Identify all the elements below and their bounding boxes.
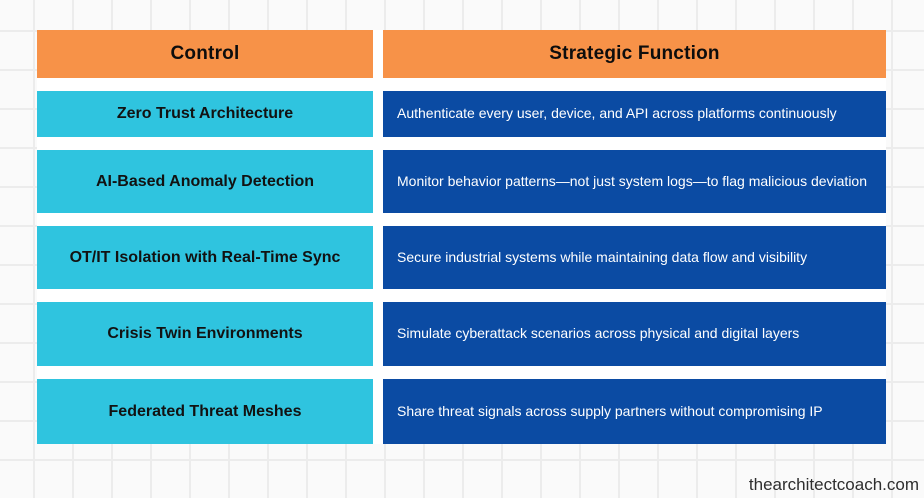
function-cell-zero-trust: Authenticate every user, device, and API…: [383, 91, 886, 137]
function-cell-anomaly-detection: Monitor behavior patterns—not just syste…: [383, 150, 886, 213]
header-cell-strategic-function: Strategic Function: [383, 30, 886, 78]
controls-table: Control Strategic Function Zero Trust Ar…: [37, 30, 886, 444]
control-cell-anomaly-detection: AI-Based Anomaly Detection: [37, 150, 373, 213]
control-cell-zero-trust: Zero Trust Architecture: [37, 91, 373, 137]
function-cell-otit-isolation: Secure industrial systems while maintain…: [383, 226, 886, 289]
watermark-url: thearchitectcoach.com: [748, 475, 919, 494]
header-cell-control: Control: [37, 30, 373, 78]
function-cell-threat-meshes: Share threat signals across supply partn…: [383, 379, 886, 444]
control-cell-crisis-twin: Crisis Twin Environments: [37, 302, 373, 366]
control-cell-threat-meshes: Federated Threat Meshes: [37, 379, 373, 444]
control-cell-otit-isolation: OT/IT Isolation with Real-Time Sync: [37, 226, 373, 289]
function-cell-crisis-twin: Simulate cyberattack scenarios across ph…: [383, 302, 886, 366]
